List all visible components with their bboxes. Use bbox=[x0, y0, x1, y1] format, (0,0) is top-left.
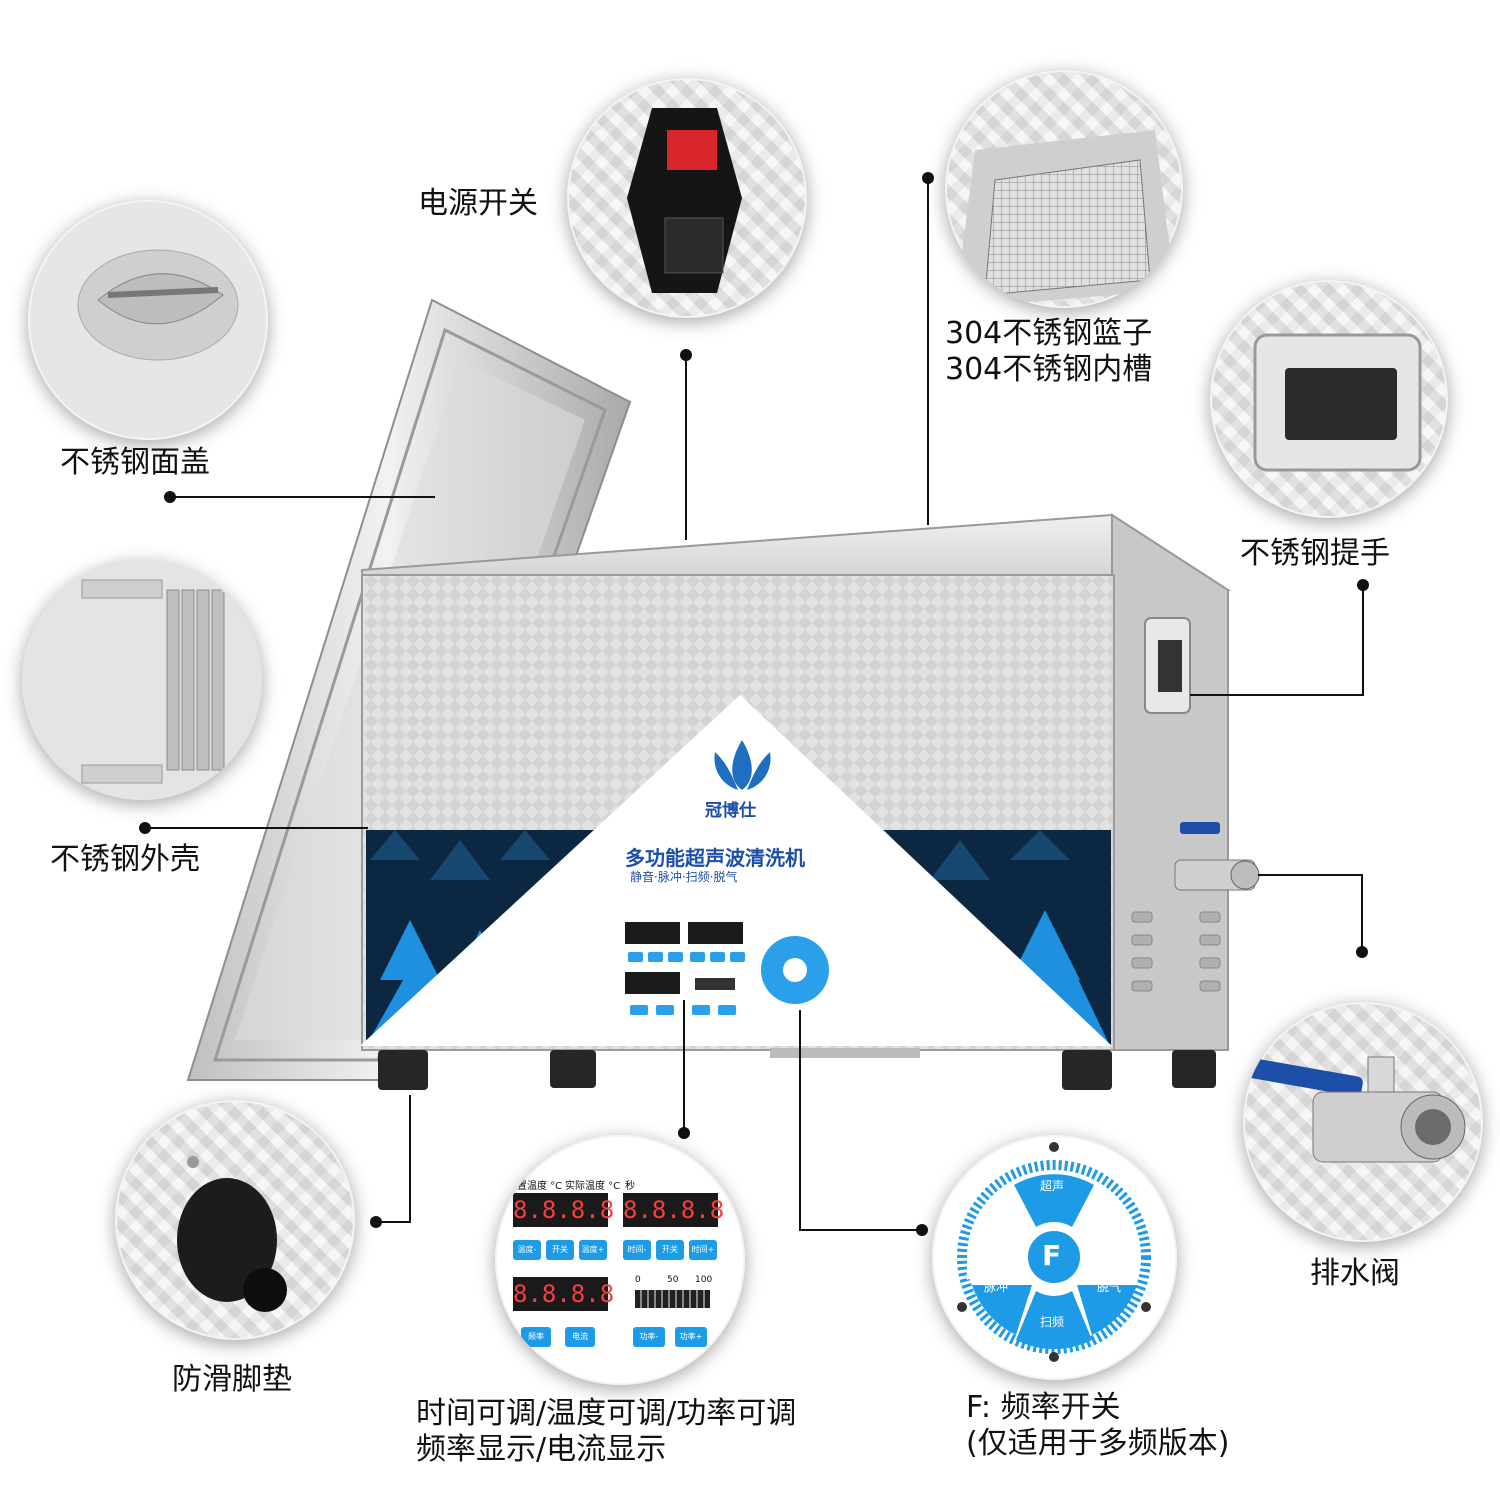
power-scale-100: 100 bbox=[695, 1275, 713, 1285]
time-power-button[interactable]: 开关 bbox=[656, 1240, 684, 1260]
shell-label: 不锈钢外壳 bbox=[50, 842, 200, 877]
drain-label: 排水阀 bbox=[1310, 1256, 1400, 1291]
handle-detail-circle bbox=[1210, 280, 1448, 518]
power-bar bbox=[635, 1290, 710, 1308]
power-switch-detail-circle bbox=[567, 78, 807, 318]
panel-detail-circle: 设置温度 °C 实际温度 °C 秒 8.8.8.8 8.8.8.8 温度- 开关… bbox=[495, 1135, 745, 1385]
temp-power-button[interactable]: 开关 bbox=[546, 1240, 574, 1260]
f-ultrasonic-label[interactable]: 超声 bbox=[1040, 1179, 1065, 1193]
side-handle bbox=[1144, 617, 1191, 714]
temp-plus-button[interactable]: 温度+ bbox=[579, 1240, 607, 1260]
f-dial-detail-circle: F 超声 脉冲 脱气 扫频 bbox=[932, 1135, 1177, 1380]
leader-lines bbox=[145, 178, 1364, 1231]
f-pulse-label[interactable]: 脉冲 bbox=[984, 1280, 1009, 1294]
basket-detail-circle bbox=[945, 70, 1183, 308]
control-panel-mini bbox=[625, 922, 829, 1015]
power-plus-button[interactable]: 功率+ bbox=[675, 1327, 707, 1347]
current-button[interactable]: 电流 bbox=[565, 1327, 595, 1347]
f-switch-label: F: 频率开关 (仅适用于多频版本) bbox=[966, 1390, 1229, 1462]
time-display: 8.8.8.8 bbox=[623, 1193, 724, 1227]
drain-detail-circle bbox=[1243, 1002, 1483, 1242]
feet-leader-dot bbox=[370, 1216, 382, 1228]
logo-triangle bbox=[360, 695, 1112, 1046]
panel-label-line2: 频率显示/电流显示 bbox=[416, 1432, 667, 1467]
panel-leader-dot bbox=[678, 1127, 690, 1139]
time-plus-button[interactable]: 时间+ bbox=[689, 1240, 717, 1260]
lid-label: 不锈钢面盖 bbox=[60, 445, 210, 480]
machine-side bbox=[1111, 513, 1229, 1051]
basket-label: 304不锈钢篮子 304不锈钢内槽 bbox=[945, 316, 1152, 388]
lid-leader-dot bbox=[164, 491, 176, 503]
actual-temp-label: 实际温度 °C bbox=[565, 1181, 621, 1192]
brand-name: 冠博仕 bbox=[705, 801, 756, 821]
panel-label-line1: 时间可调/温度可调/功率可调 bbox=[416, 1396, 797, 1431]
frequency-button[interactable]: 频率 bbox=[521, 1327, 551, 1347]
drain-valve bbox=[1174, 822, 1260, 891]
feet-detail-circle bbox=[115, 1100, 355, 1340]
handle-label: 不锈钢提手 bbox=[1240, 536, 1390, 571]
temp-display: 8.8.8.8 bbox=[513, 1193, 614, 1227]
power-switch-label: 电源开关 bbox=[418, 186, 538, 221]
product-name: 多功能超声波清洗机 bbox=[625, 846, 805, 870]
handle-leader-dot bbox=[1357, 579, 1369, 591]
freq-display: 8.8.8.8 bbox=[513, 1277, 614, 1311]
feet-label: 防滑脚垫 bbox=[172, 1362, 292, 1397]
f-switch-label-line2: (仅适用于多频版本) bbox=[966, 1426, 1230, 1461]
basket-label-line1: 304不锈钢篮子 bbox=[945, 316, 1153, 351]
brand-logo-icon bbox=[714, 740, 771, 790]
product-tagline: 静音·脉冲·扫频·脱气 bbox=[630, 870, 738, 884]
f-degas-label[interactable]: 脱气 bbox=[1097, 1280, 1122, 1294]
f-center-label[interactable]: F bbox=[1042, 1239, 1062, 1272]
basket-label-line2: 304不锈钢内槽 bbox=[945, 352, 1153, 387]
f-switch-label-line1: F: 频率开关 bbox=[966, 1390, 1121, 1425]
time-minus-button[interactable]: 时间- bbox=[623, 1240, 651, 1260]
drain-leader-dot bbox=[1356, 946, 1368, 958]
panel-label: 时间可调/温度可调/功率可调 频率显示/电流显示 bbox=[416, 1396, 796, 1468]
set-temp-label: 设置温度 °C bbox=[507, 1181, 563, 1192]
side-vents bbox=[1131, 911, 1221, 992]
lid-detail-circle bbox=[28, 200, 268, 440]
shell-detail-circle bbox=[22, 560, 262, 800]
feet bbox=[378, 1050, 1216, 1090]
power-minus-button[interactable]: 功率- bbox=[633, 1327, 665, 1347]
seconds-label: 秒 bbox=[625, 1181, 635, 1192]
basket-leader-dot bbox=[922, 172, 934, 184]
fswitch-leader-dot bbox=[916, 1224, 928, 1236]
power-scale-50: 50 bbox=[667, 1275, 679, 1285]
power-leader-dot bbox=[680, 349, 692, 361]
power-scale-0: 0 bbox=[635, 1275, 641, 1285]
temp-minus-button[interactable]: 温度- bbox=[513, 1240, 541, 1260]
shell-leader-dot bbox=[139, 822, 151, 834]
f-sweep-label[interactable]: 扫频 bbox=[1040, 1315, 1065, 1329]
